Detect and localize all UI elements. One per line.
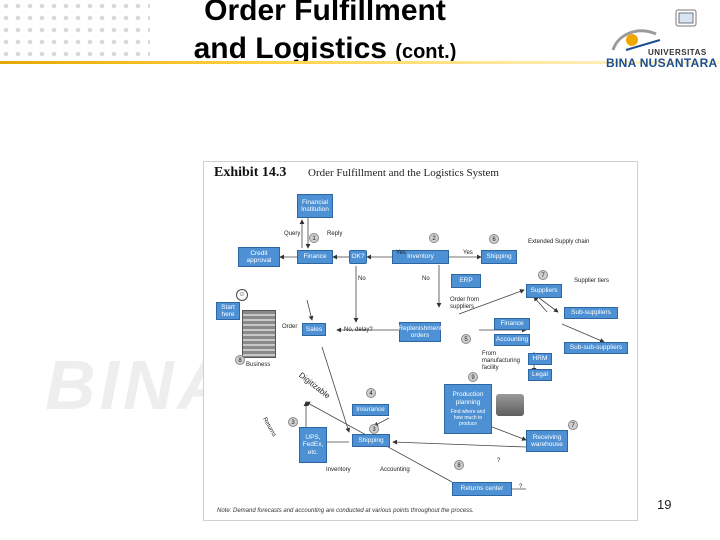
step-number: 3 [369, 424, 379, 434]
node-finance-2: Finance [494, 318, 530, 330]
node-credit-approval: Credit approval [238, 247, 280, 267]
step-number: 5 [461, 334, 471, 344]
step-number: 9 [468, 372, 478, 382]
label-extended-supply-chain: Extended Supply chain [528, 239, 590, 245]
label-business: Business [246, 362, 271, 368]
node-ups-fedex: UPS, FedEx, etc. [299, 427, 327, 463]
page-number: 19 [657, 497, 672, 512]
exhibit-figure: Exhibit 14.3 Order Fulfillment and the L… [203, 161, 638, 521]
step-number: 4 [366, 388, 376, 398]
label-no-2: No [422, 276, 430, 282]
node-start-here: Start here [216, 302, 240, 320]
step-number: 1 [309, 233, 319, 243]
node-receiving-warehouse: Receiving warehouse [526, 430, 568, 452]
title-suffix: (cont.) [395, 41, 457, 63]
slide-title: Order Fulfillment and Logistics (cont.) [150, 0, 500, 71]
smiley-icon: ☺ [236, 289, 248, 301]
node-suppliers: Suppliers [526, 284, 562, 298]
node-sales: Sales [302, 323, 326, 336]
node-erp: ERP [451, 274, 481, 288]
logo-name: BINA NUSANTARA [606, 56, 718, 70]
node-insurance: Insurance [352, 404, 389, 416]
binus-logo: UNIVERSITAS BINA NUSANTARA [598, 6, 717, 70]
step-number: 8 [454, 460, 464, 470]
node-ok-decision: OK? [349, 250, 367, 264]
label-question-2: ? [519, 484, 523, 490]
node-legal: Legal [528, 369, 552, 381]
step-number: 7 [568, 420, 578, 430]
business-building-icon [242, 310, 276, 358]
label-no-1: No [358, 276, 366, 282]
step-number: 3 [288, 417, 298, 427]
production-planning-sub: Find where and how much to produce [450, 409, 486, 427]
label-yes-1: Yes [396, 250, 406, 256]
node-sub-suppliers: Sub-suppliers [564, 307, 618, 319]
node-replenishment-orders: Replenishment orders [398, 322, 442, 342]
label-supplier-tiers: Supplier tiers [574, 278, 610, 284]
step-number: 2 [429, 233, 439, 243]
step-number: 7 [538, 270, 548, 280]
label-query: Query [284, 231, 301, 237]
label-yes-2: Yes [463, 250, 473, 256]
factory-icon [496, 394, 524, 416]
label-order-from-suppliers: Order from suppliers [450, 297, 480, 310]
node-accounting: Accounting [494, 334, 530, 346]
title-line-2-main: and Logistics [193, 32, 387, 65]
production-planning-label: Production planning [452, 391, 484, 406]
watermark: BINA [45, 346, 233, 424]
label-no-delay: No, delay? [344, 327, 373, 333]
step-number: 6 [489, 234, 499, 244]
label-accounting-bottom: Accounting [380, 467, 410, 473]
label-inventory-bottom: Inventory [326, 467, 351, 473]
node-inventory: Inventory [392, 250, 449, 264]
exhibit-title: Exhibit 14.3 [214, 165, 287, 180]
node-hrm: HRM [528, 353, 552, 365]
node-shipping-top: Shipping [481, 250, 517, 264]
title-line-2: and Logistics (cont.) [150, 30, 500, 71]
title-line-1: Order Fulfillment [204, 0, 446, 27]
title-underline [0, 61, 720, 64]
exhibit-note: Note: Demand forecasts and accounting ar… [217, 508, 474, 514]
node-finance: Finance [297, 250, 333, 264]
label-reply: Reply [327, 231, 343, 237]
label-question-1: ? [497, 458, 501, 464]
exhibit-subtitle: Order Fulfillment and the Logistics Syst… [308, 167, 499, 179]
node-production-planning: Production planning Find where and how m… [444, 384, 492, 434]
node-financial-institution: Financial Institution [297, 194, 333, 218]
node-sub-sub-suppliers: Sub-sub-suppliers [564, 342, 628, 354]
node-returns-center: Returns center [452, 482, 512, 496]
step-number: 8 [235, 355, 245, 365]
decorative-dot-grid [0, 0, 150, 62]
node-shipping-bottom: Shipping [352, 434, 390, 447]
label-from-manufacturing: From manufacturing facility [482, 351, 521, 371]
logo-universitas: UNIVERSITAS [648, 48, 707, 57]
logo-emblem-icon [611, 9, 697, 51]
label-order: Order [282, 324, 298, 330]
